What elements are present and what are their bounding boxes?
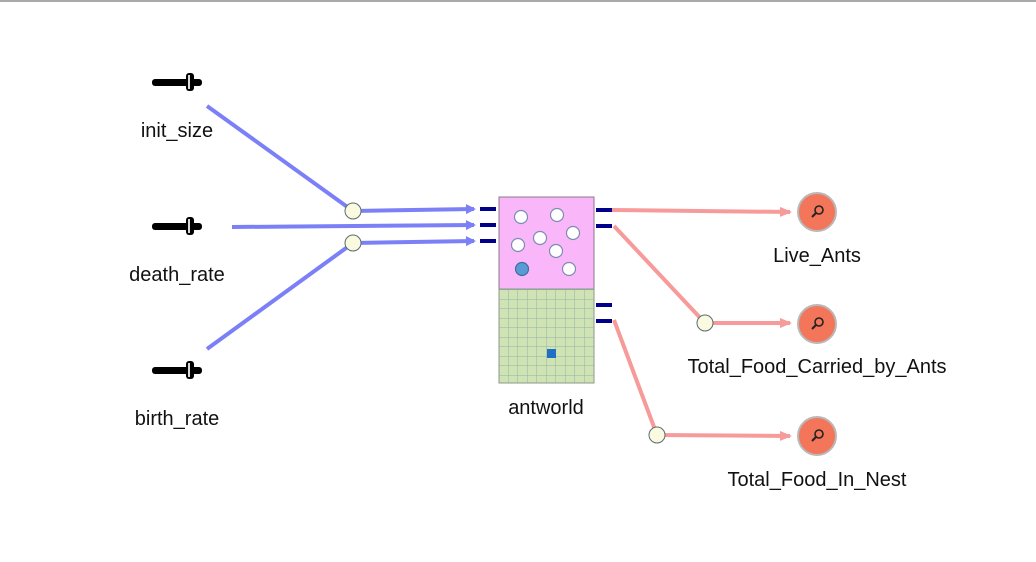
slider-icon[interactable] (152, 361, 202, 379)
junction-node-birth-rate[interactable] (344, 234, 362, 252)
magnifier-probe-icon[interactable] (797, 304, 837, 344)
food-carried-label: Total_Food_Carried_by_Ants (687, 356, 946, 378)
model-output-ports (596, 208, 612, 323)
output-port-4[interactable] (596, 319, 612, 323)
grid-cell-icon (547, 349, 556, 358)
model-antworld[interactable]: antworld (480, 196, 612, 419)
input-birth-rate[interactable]: birth_rate (135, 361, 220, 430)
junction-node-init-size[interactable] (344, 202, 362, 220)
input-port-3[interactable] (480, 239, 496, 243)
live-ants-label: Live_Ants (773, 245, 861, 267)
output-food-in-nest[interactable]: Total_Food_In_Nest (727, 416, 907, 491)
wire-birth-rate[interactable] (205, 241, 355, 351)
circle-agent-icon (514, 261, 530, 277)
circle-agent-icon (565, 225, 581, 241)
input-init-size[interactable]: init_size (141, 73, 213, 142)
wire-init-size-to-model[interactable] (352, 204, 476, 215)
slider-icon[interactable] (152, 217, 202, 235)
output-port-2[interactable] (596, 224, 612, 228)
junction-node-food-carried[interactable] (696, 314, 714, 332)
magnifier-probe-icon[interactable] (797, 192, 837, 232)
circle-agent-icon (510, 237, 526, 253)
slider-icon[interactable] (152, 73, 202, 91)
input-wires (205, 104, 476, 351)
output-wires (611, 206, 792, 444)
wire-food-nest[interactable] (612, 319, 659, 436)
grid-panel (498, 288, 595, 384)
output-live-ants[interactable]: Live_Ants (773, 192, 861, 267)
wire-food-carried[interactable] (612, 224, 707, 325)
wire-food-nest-to-probe[interactable] (656, 430, 792, 441)
window-top-border (0, 0, 1036, 2)
death-rate-label: death_rate (129, 264, 225, 286)
input-death-rate[interactable]: death_rate (129, 217, 225, 286)
input-port-2[interactable] (480, 223, 496, 227)
agent-panel (498, 196, 595, 290)
output-food-carried[interactable]: Total_Food_Carried_by_Ants (687, 304, 947, 378)
circle-agent-icon (549, 207, 565, 223)
food-in-nest-label: Total_Food_In_Nest (727, 469, 906, 491)
model-label: antworld (508, 397, 584, 419)
birth-rate-label: birth_rate (135, 408, 220, 430)
input-port-1[interactable] (480, 207, 496, 211)
model-input-ports (480, 207, 496, 243)
wire-init-size[interactable] (205, 104, 355, 213)
wire-birth-rate-to-model[interactable] (352, 236, 476, 247)
output-port-3[interactable] (596, 303, 612, 307)
circle-agent-icon (548, 243, 564, 259)
wire-live-ants[interactable] (611, 206, 792, 217)
junction-node-food-nest[interactable] (648, 426, 666, 444)
circle-agent-icon (561, 261, 577, 277)
wire-death-rate[interactable] (231, 220, 476, 231)
output-port-1[interactable] (596, 208, 612, 212)
circle-agent-icon (532, 230, 548, 246)
circle-agent-icon (513, 209, 529, 225)
init-size-label: init_size (141, 120, 213, 142)
magnifier-probe-icon[interactable] (797, 416, 837, 456)
